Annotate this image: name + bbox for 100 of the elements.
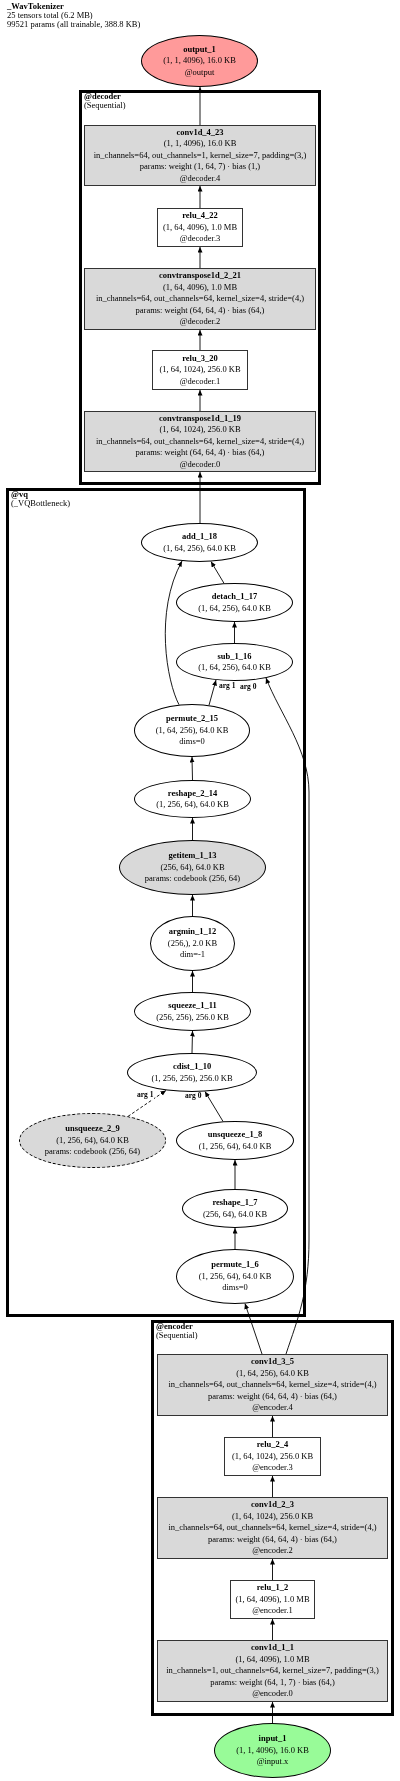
node-detail: (1, 64, 4096), 1.0 MB (235, 1653, 310, 1666)
layer-box (84, 125, 316, 186)
node-detail: params: weight (64, 64, 4) · bias (64,) (208, 1533, 337, 1546)
node-detail: in_channels=64, out_channels=1, kernel_size=7, padding=(3,) (93, 149, 307, 162)
node-detail: params: codebook (256, 64) (44, 1146, 141, 1158)
node-name: unsqueeze_2_9 (65, 1123, 120, 1135)
node-detail: (1, 64, 1024), 256.0 KB (231, 1510, 314, 1523)
cluster-title: @encoder (156, 1322, 193, 1331)
node-detail: params: weight (64, 64, 4) · bias (64,) (135, 304, 265, 317)
node-detail: dims=0 (222, 1282, 248, 1294)
node-detail: @decoder.3 (179, 233, 221, 245)
node-detail: (1, 1, 4096), 16.0 KB (163, 55, 236, 67)
node-detail: @encoder.1 (252, 1605, 293, 1617)
node-detail: (1, 1, 4096), 16.0 KB (163, 138, 237, 150)
node-detail: (1, 64, 1024), 256.0 KB (231, 1450, 314, 1463)
node-detail: @output (184, 66, 215, 79)
node-detail: (1, 256, 64), 64.0 KB (156, 799, 229, 811)
summary-text: 99521 params (all trainable, 388.8 KB) (7, 20, 141, 29)
layer-box (84, 411, 316, 472)
node-detail: (1, 64, 256), 64.0 KB (155, 724, 229, 737)
node-name: conv1d_3_5 (251, 1356, 294, 1368)
node-name: reshape_1_7 (212, 1197, 258, 1209)
node-detail: @encoder.0 (252, 1688, 293, 1700)
node-detail: @decoder.4 (179, 172, 221, 185)
node-detail: in_channels=64, out_channels=64, kernel_size=4, stride=(4,) (95, 435, 305, 448)
node-detail: (1, 256, 64), 64.0 KB (198, 1140, 272, 1152)
node-detail: @encoder.3 (252, 1462, 293, 1474)
node-name: conv1d_1_1 (251, 1642, 294, 1654)
node-name: argmin_1_12 (168, 926, 217, 938)
module-cluster (151, 1320, 394, 1716)
node-name: relu_1_2 (256, 1582, 289, 1594)
node-detail: (1, 64, 4096), 1.0 MB (162, 221, 238, 234)
node-detail: (256, 64), 64.0 KB (202, 1208, 268, 1220)
node-name: relu_2_4 (256, 1439, 289, 1451)
node-name: getitem_1_13 (168, 850, 217, 862)
node-detail: @encoder.4 (252, 1402, 293, 1414)
node-detail: (1, 64, 256), 64.0 KB (198, 662, 271, 674)
node-detail: (1, 64, 4096), 1.0 MB (235, 1593, 310, 1606)
node-detail: in_channels=1, out_channels=64, kernel_size=7, padding=(3,) (166, 1665, 379, 1677)
layer-box (157, 1497, 388, 1559)
cluster-title: @decoder (84, 92, 121, 101)
module-class: (Sequential) (156, 1331, 198, 1340)
node-detail: @decoder.0 (179, 458, 221, 471)
node-name: sub_1_16 (217, 650, 252, 662)
layer-box (157, 1640, 388, 1702)
node-name: relu_4_22 (182, 210, 218, 222)
layer-box (157, 1354, 388, 1416)
node-name: squeeze_1_11 (168, 1000, 217, 1012)
cluster-title: @vq (11, 490, 28, 499)
node-detail: @input.x (256, 1756, 289, 1768)
node-detail: in_channels=64, out_channels=64, kernel_size=4, stride=(4,) (95, 293, 305, 305)
module-cluster (6, 488, 306, 1317)
node-name: input_1 (258, 1733, 287, 1745)
node-name: output_1 (183, 43, 216, 56)
node-detail: (256, 64), 64.0 KB (160, 861, 225, 874)
node-detail: dim=-1 (179, 949, 206, 961)
node-name: detach_1_17 (211, 591, 258, 603)
node-detail: (1, 256, 256), 256.0 KB (151, 1072, 233, 1084)
node-detail: (1, 64, 256), 64.0 KB (163, 542, 236, 554)
node-detail: params: weight (64, 1, 7) · bias (64,) (210, 1676, 335, 1689)
node-detail: (256, 256), 256.0 KB (156, 1011, 229, 1023)
node-detail: @decoder.1 (179, 375, 221, 388)
node-detail: params: weight (1, 64, 7) · bias (1,) (139, 161, 261, 173)
module-class: (_VQBottleneck) (11, 499, 70, 508)
node-detail: (256,), 2.0 KB (167, 937, 218, 950)
node-detail: (1, 64, 1024), 256.0 KB (159, 364, 241, 376)
layer-box (152, 350, 248, 390)
node-name: conv1d_4_23 (176, 126, 224, 139)
node-detail: (1, 256, 64), 64.0 KB (198, 1270, 272, 1283)
node-name: convtranspose1d_1_19 (158, 412, 242, 425)
node-detail: in_channels=64, out_channels=64, kernel_size=4, stride=(4,) (168, 1379, 377, 1391)
module-class: (Sequential) (84, 101, 126, 110)
node-detail: (1, 64, 1024), 256.0 KB (159, 424, 241, 436)
node-detail: @encoder.2 (252, 1545, 293, 1557)
node-detail: dims=0 (179, 736, 205, 748)
diagram-title: _WavTokenizer (7, 2, 64, 11)
node-detail: params: codebook (256, 64) (144, 873, 241, 885)
layer-box (157, 208, 243, 247)
node-detail: params: weight (64, 64, 4) · bias (64,) (135, 447, 265, 459)
node-name: convtranspose1d_2_21 (158, 270, 242, 282)
node-detail: (1, 64, 256), 64.0 KB (236, 1367, 309, 1380)
node-detail: (1, 64, 256), 64.0 KB (198, 602, 271, 614)
module-cluster (79, 90, 321, 485)
node-name: permute_2_15 (166, 713, 218, 725)
summary-text: 25 tensors total (6.2 MB) (7, 11, 93, 20)
node-name: relu_3_20 (182, 352, 218, 365)
node-name: add_1_18 (182, 531, 217, 543)
node-name: reshape_2_14 (167, 787, 218, 799)
node-name: unsqueeze_1_8 (207, 1129, 263, 1141)
node-name: cdist_1_10 (172, 1061, 212, 1073)
node-name: conv1d_2_3 (251, 1499, 294, 1511)
node-detail: in_channels=64, out_channels=64, kernel_size=4, stride=(4,) (168, 1522, 377, 1534)
node-detail: @decoder.2 (179, 316, 221, 328)
node-detail: (1, 64, 4096), 1.0 MB (162, 281, 238, 294)
layer-box (230, 1580, 315, 1619)
node-detail: params: weight (64, 64, 4) · bias (64,) (208, 1390, 337, 1403)
layer-box (224, 1437, 321, 1476)
node-detail: (1, 256, 64), 64.0 KB (56, 1134, 129, 1147)
node-detail: (1, 1, 4096), 16.0 KB (236, 1744, 309, 1757)
layer-box (84, 268, 316, 330)
